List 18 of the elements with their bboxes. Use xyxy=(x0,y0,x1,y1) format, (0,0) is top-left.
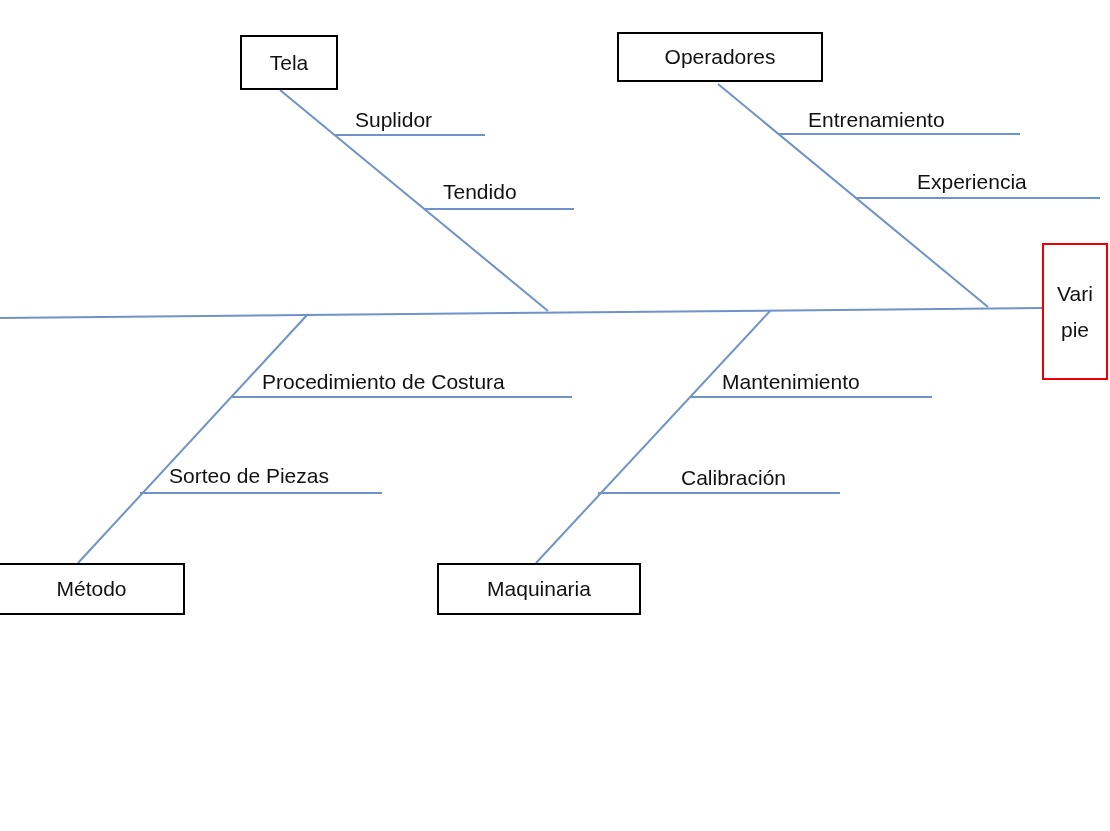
cause-label: Tendido xyxy=(443,180,517,204)
bone-line xyxy=(77,313,309,564)
cause-label: Calibración xyxy=(681,466,787,490)
bone-line xyxy=(535,310,771,564)
bone-line xyxy=(279,89,549,312)
category-box: Operadores xyxy=(617,32,823,82)
category-box: Tela xyxy=(240,35,338,90)
category-box: Método xyxy=(0,563,185,615)
cause-label: Mantenimiento xyxy=(722,370,860,394)
cause-label: Procedimiento de Costura xyxy=(262,370,505,394)
cause-label: Entrenamiento xyxy=(808,108,945,132)
bone-line xyxy=(717,83,989,308)
cause-label: Suplidor xyxy=(355,108,433,132)
spine-line xyxy=(0,307,1043,319)
cause-label: Sorteo de Piezas xyxy=(169,464,329,488)
effect-box: Vari pie xyxy=(1042,243,1108,380)
category-box: Maquinaria xyxy=(437,563,641,615)
cause-label: Experiencia xyxy=(917,170,1027,194)
